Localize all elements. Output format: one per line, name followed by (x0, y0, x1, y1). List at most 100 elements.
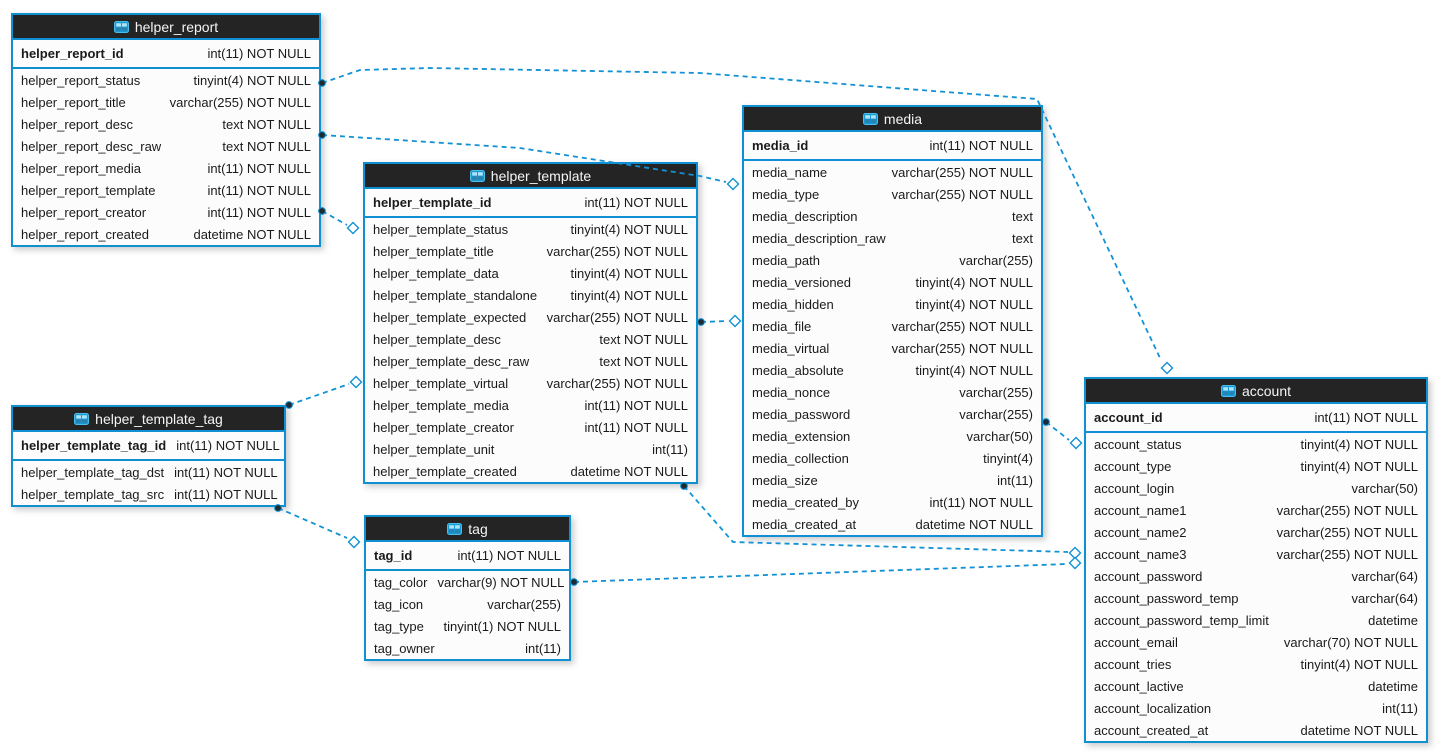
table-header[interactable]: media (744, 107, 1041, 132)
table-header[interactable]: helper_template (365, 164, 696, 189)
relationship-helper_template-to-account[interactable] (683, 485, 1069, 553)
field-name: account_name2 (1094, 524, 1187, 540)
primary-key-row[interactable]: tag_id int(11) NOT NULL (366, 542, 569, 569)
table-header[interactable]: helper_template_tag (13, 407, 284, 432)
field-name: helper_template_created (373, 463, 517, 479)
relationship-helper_report-to-media[interactable] (321, 134, 727, 183)
field-name: account_tries (1094, 656, 1172, 672)
field-name: account_email (1094, 634, 1178, 650)
primary-key-row[interactable]: helper_template_tag_id int(11) NOT NULL (13, 432, 284, 459)
field-name: media_password (752, 406, 851, 422)
field-name: account_name1 (1094, 502, 1187, 518)
field-name: media_virtual (752, 340, 830, 356)
field-type: int(11) NOT NULL (584, 397, 688, 413)
table-icon (74, 412, 90, 425)
field-type: tinyint(1) NOT NULL (443, 618, 561, 634)
relationship-helper_report-to-account[interactable] (321, 67, 1162, 361)
field-name: helper_template_desc_raw (373, 353, 530, 369)
table-header[interactable]: account (1086, 379, 1426, 404)
table-helper_template_tag[interactable]: helper_template_tag helper_template_tag_… (11, 405, 286, 507)
field-name: media_file (752, 318, 812, 334)
table-media[interactable]: media media_id int(11) NOT NULL media_na… (742, 105, 1043, 537)
table-icon (862, 112, 878, 125)
primary-key-row[interactable]: helper_report_id int(11) NOT NULL (13, 40, 319, 67)
relationship-helper_template-to-media[interactable] (700, 320, 729, 323)
primary-key-row[interactable]: helper_template_id int(11) NOT NULL (365, 189, 696, 216)
relationship-helper_template_tag-to-tag[interactable] (277, 507, 348, 539)
relationship-helper_template_tag-to-helper_template[interactable] (288, 383, 350, 406)
table-header[interactable]: helper_report (13, 15, 319, 40)
primary-key-row[interactable]: media_id int(11) NOT NULL (744, 132, 1041, 159)
relationship-tag-to-account[interactable] (573, 563, 1068, 583)
table-header[interactable]: tag (366, 517, 569, 542)
field-type: tinyint(4) NOT NULL (570, 221, 688, 237)
primary-key-row[interactable]: account_id int(11) NOT NULL (1086, 404, 1426, 431)
table-helper_report[interactable]: helper_report helper_report_id int(11) N… (11, 13, 321, 247)
relationship-media-to-account[interactable] (1045, 421, 1070, 441)
table-helper_template[interactable]: helper_template helper_template_id int(1… (363, 162, 698, 484)
field-name: media_id (752, 138, 809, 153)
table-account[interactable]: account account_id int(11) NOT NULL acco… (1084, 377, 1428, 743)
relationship-helper_report-to-helper_template[interactable] (321, 210, 348, 226)
field-name: media_size (752, 472, 818, 488)
